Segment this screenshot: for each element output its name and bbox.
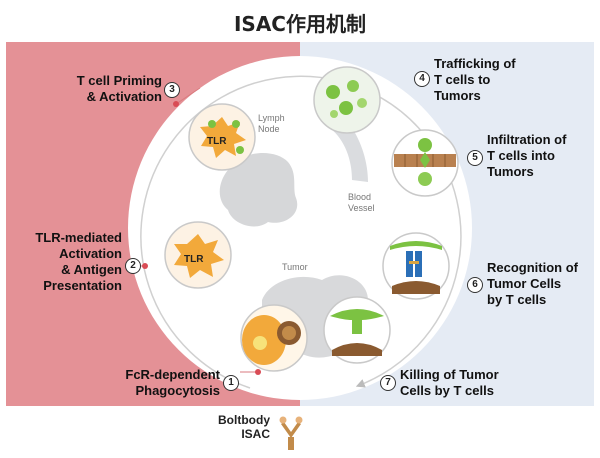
trafficking-illustration: [313, 66, 381, 134]
boltbody-label: Boltbody ISAC: [218, 413, 270, 441]
step-3-number: 3: [164, 82, 180, 98]
blood-vessel-label: Blood Vessel: [348, 192, 375, 213]
step-1-label: FcR-dependent Phagocytosis: [125, 367, 220, 398]
step-5-label: Infiltration of T cells into Tumors: [487, 132, 567, 179]
step-1-number: 1: [223, 375, 239, 391]
tlr-label-2: TLR: [184, 254, 204, 265]
step-6-label: Recognition of Tumor Cells by T cells: [487, 260, 578, 307]
lymph-node-label: Lymph Node: [258, 113, 285, 134]
boltbody-molecule: [279, 416, 303, 450]
step-5-number: 5: [467, 150, 483, 166]
lymph-node-shape: [219, 152, 298, 227]
step-4-label: Trafficking of T cells to Tumors: [434, 56, 516, 103]
step-dots: [142, 101, 261, 375]
page-title: ISAC作用机制: [233, 12, 366, 36]
dendritic-cell-lymph: [188, 103, 256, 171]
step-2-number: 2: [125, 258, 141, 274]
dendritic-cell-activation: [164, 221, 232, 289]
step-6-number: 6: [467, 277, 483, 293]
tlr-label-1: TLR: [207, 136, 227, 147]
blood-vessel-shape: [330, 122, 368, 182]
step-3-label: T cell Priming & Activation: [76, 73, 162, 104]
infiltration-illustration: [391, 129, 459, 197]
recognition-illustration: [382, 232, 450, 300]
killing-illustration: [323, 296, 391, 364]
step-2-label: TLR-mediated Activation & Antigen Presen…: [35, 230, 122, 293]
step-7-number: 7: [380, 375, 396, 391]
phagocytosis-illustration: [240, 304, 308, 372]
step-4-number: 4: [414, 71, 430, 87]
cycle-arrow-ring: [140, 75, 462, 389]
step-7-label: Killing of Tumor Cells by T cells: [400, 367, 499, 398]
tumor-label: Tumor: [282, 262, 308, 272]
